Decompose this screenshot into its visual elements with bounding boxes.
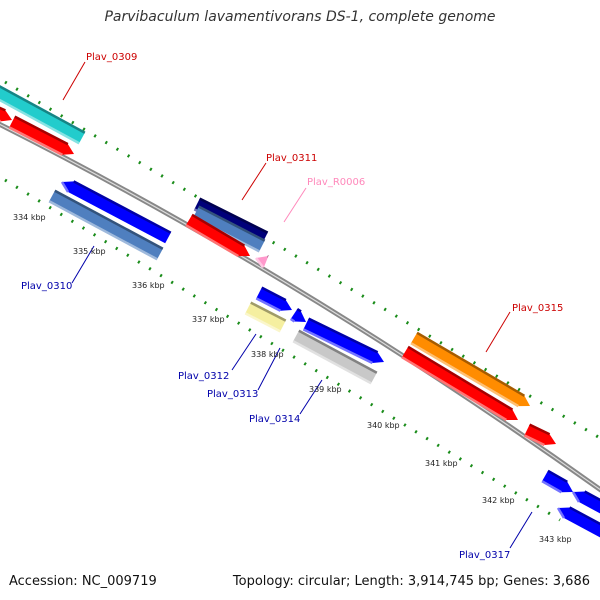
gene-label: Plav_0314 (249, 414, 300, 425)
gene-red-0311 (185, 213, 250, 258)
guide-line-upper (4, 80, 600, 440)
gene-steelblue-0310 (48, 189, 164, 261)
gene-label: Plav_0312 (178, 371, 229, 382)
leader-line (283, 187, 307, 223)
gene-label: Plav_0317 (459, 550, 510, 561)
gene-label: Plav_0315 (512, 303, 563, 314)
dotted-guide-lines (4, 80, 600, 522)
gene-red-left-b (8, 115, 75, 156)
gene-blue-0312a (255, 286, 292, 312)
gene-label: Plav_0310 (21, 281, 72, 292)
leader-line (509, 511, 533, 549)
gene-red-0315 (401, 345, 518, 422)
gene-blue-0310 (60, 180, 172, 244)
guide-line-lower (4, 178, 561, 522)
gene-gray-0314 (292, 329, 378, 385)
leader-line (71, 245, 95, 284)
gene-orange-0315 (410, 331, 530, 408)
gene-blue-0314 (302, 317, 384, 365)
gene-label: Plav_0309 (86, 52, 137, 63)
tick-label: 336 kbp (132, 281, 165, 290)
leader-line (241, 162, 267, 201)
backbone-highlight (0, 123, 600, 491)
gene-pink-R0006 (255, 254, 269, 269)
leader-line (62, 61, 86, 101)
gene-blue-0317b (571, 490, 600, 514)
gene-label: Plav_0313 (207, 389, 258, 400)
tick-label: 339 kbp (309, 385, 342, 394)
gene-label: Plav_0311 (266, 153, 317, 164)
leader-line (231, 333, 257, 371)
tick-label: 341 kbp (425, 459, 458, 468)
tick-label: 342 kbp (482, 496, 515, 505)
gene-cyan-left (0, 85, 86, 145)
gene-blue-0317a (541, 469, 573, 494)
tick-label: 343 kbp (539, 535, 572, 544)
genome-backbone (0, 121, 600, 493)
accession-text: Accession: NC_009719 (9, 574, 157, 589)
gene-blue-0312b (289, 307, 306, 323)
backbone-line (0, 121, 600, 493)
gene-yellow-0312 (244, 301, 287, 333)
gene-red-0316 (523, 423, 556, 447)
leader-line (257, 347, 281, 391)
gene-blue-0317c (556, 506, 600, 538)
gene-features (0, 85, 600, 538)
leader-line (485, 311, 511, 353)
kbp-tick-labels: 334 kbp 335 kbp 336 kbp 337 kbp 338 kbp 339 k… (13, 213, 572, 544)
tick-label: 338 kbp (251, 350, 284, 359)
gene-label: Plav_R0006 (307, 177, 365, 188)
map-title: Parvibaculum lavamentivorans DS-1, compl… (104, 9, 496, 25)
gene-red-left-a (0, 106, 12, 123)
tick-label: 334 kbp (13, 213, 46, 222)
topology-summary: Topology: circular; Length: 3,914,745 bp… (232, 574, 590, 589)
tick-label: 335 kbp (73, 247, 106, 256)
leader-line (299, 379, 323, 415)
tick-label: 337 kbp (192, 315, 225, 324)
label-leader-lines (62, 61, 533, 549)
tick-label: 340 kbp (367, 421, 400, 430)
